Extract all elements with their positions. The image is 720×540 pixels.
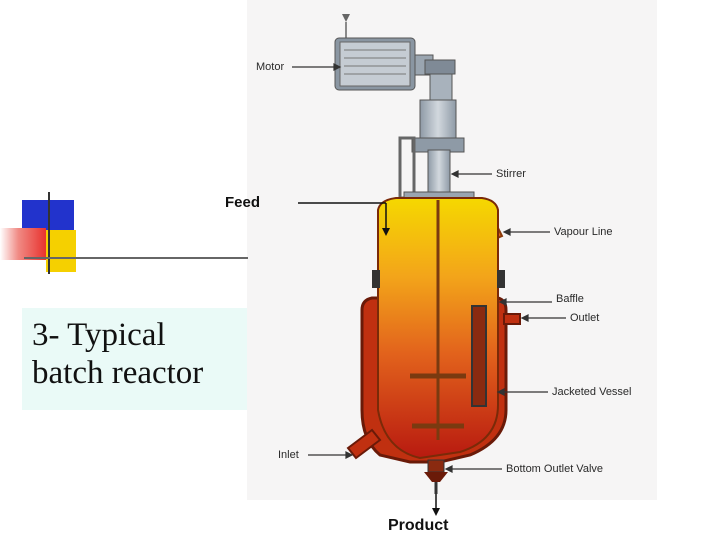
motor-vent-icon — [342, 14, 350, 22]
label-jacketed-vessel: Jacketed Vessel — [552, 386, 632, 398]
bottom-outlet-valve — [424, 459, 448, 494]
label-motor: Motor — [256, 61, 285, 73]
label-vapour-line: Vapour Line — [554, 226, 613, 238]
decor-vertical-line — [48, 192, 50, 274]
title-line-1: 3- Typical — [32, 317, 166, 353]
outlet-nozzle — [503, 313, 521, 325]
label-product: Product — [388, 517, 449, 534]
flange-left — [372, 270, 380, 288]
label-outlet: Outlet — [570, 312, 600, 324]
decor-yellow-square — [46, 230, 76, 272]
decor-horizontal-line — [24, 257, 248, 259]
feed-arrow — [298, 202, 390, 236]
label-baffle: Baffle — [556, 293, 584, 305]
inlet-nozzle — [346, 428, 382, 460]
label-bottom-outlet-valve: Bottom Outlet Valve — [506, 463, 604, 475]
leader-lines — [292, 63, 566, 473]
stirrer-assembly — [398, 99, 475, 203]
motor — [334, 14, 456, 103]
label-feed: Feed — [225, 194, 261, 211]
decor-red-square — [0, 228, 46, 260]
flange-right — [497, 270, 505, 288]
product-arrow — [432, 494, 440, 516]
label-stirrer: Stirrer — [496, 168, 526, 180]
slide-title: 3- Typical batch reactor — [22, 308, 247, 410]
label-inlet: Inlet — [278, 449, 299, 461]
baffle — [471, 305, 487, 407]
title-line-2: batch reactor — [32, 355, 204, 391]
